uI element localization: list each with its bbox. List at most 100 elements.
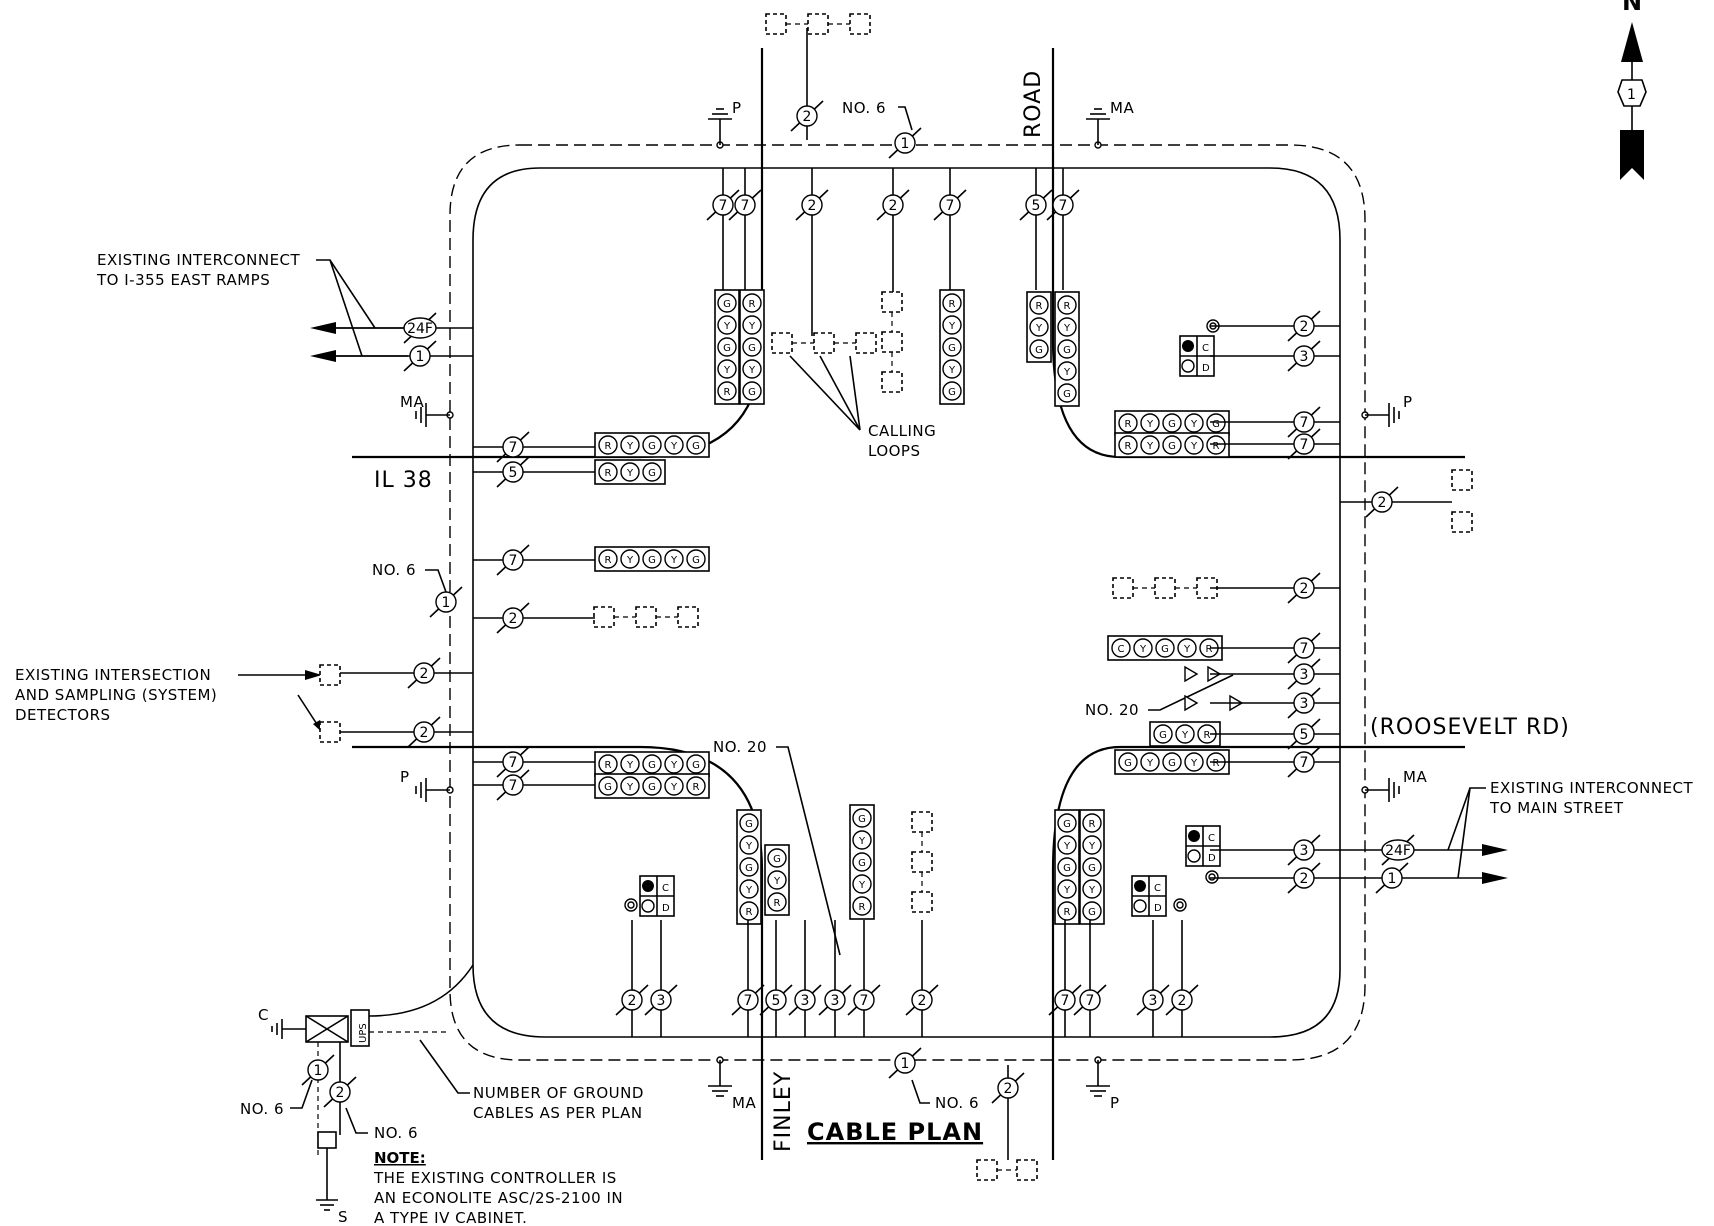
north-arrow: N 1 <box>1617 0 1647 180</box>
svg-text:G: G <box>1035 345 1043 356</box>
svg-text:Y: Y <box>745 885 753 896</box>
svg-text:Y: Y <box>1146 758 1154 769</box>
svg-text:G: G <box>948 387 956 398</box>
svg-text:3: 3 <box>801 993 810 1009</box>
svg-text:7: 7 <box>1061 993 1070 1009</box>
svg-text:CALLING: CALLING <box>868 422 936 440</box>
svg-text:2: 2 <box>803 109 812 125</box>
svg-text:3: 3 <box>1300 667 1309 683</box>
cable-count-bubble: 3 <box>1287 340 1321 372</box>
svg-text:G: G <box>748 387 756 398</box>
svg-text:LOOPS: LOOPS <box>868 442 921 460</box>
cable-count-bubble: 2 <box>1165 984 1199 1016</box>
svg-text:R: R <box>1089 819 1096 830</box>
detector-loop <box>976 1159 998 1181</box>
svg-text:G: G <box>692 760 700 771</box>
svg-text:G: G <box>1161 644 1169 655</box>
svg-text:7: 7 <box>1300 755 1309 771</box>
svg-text:Y: Y <box>858 836 866 847</box>
ground-label-s: S <box>338 1208 348 1226</box>
svg-text:Y: Y <box>748 321 756 332</box>
svg-text:G: G <box>1063 345 1071 356</box>
road-label-il38: IL 38 <box>374 468 433 493</box>
pedestrian-signal-head: CD <box>1179 335 1215 377</box>
callout-ground-cables: NUMBER OF GROUND CABLES AS PER PLAN <box>419 1039 644 1122</box>
svg-text:2: 2 <box>808 198 817 214</box>
svg-text:G: G <box>745 819 753 830</box>
svg-text:Y: Y <box>948 365 956 376</box>
svg-text:NO. 20: NO. 20 <box>1085 701 1139 719</box>
cable-count-bubble: 2 <box>1287 310 1321 342</box>
svg-text:Y: Y <box>670 441 678 452</box>
ground-rod-symbol: P <box>1086 1056 1119 1112</box>
svg-text:R: R <box>1064 907 1071 918</box>
detector-loop <box>1154 577 1176 599</box>
cable-count-bubble: 1 <box>888 127 922 159</box>
svg-text:P: P <box>1403 393 1413 411</box>
svg-text:G: G <box>648 468 656 479</box>
svg-text:G: G <box>1088 907 1096 918</box>
ground-rod-symbol: MA <box>708 1056 756 1112</box>
svg-text:24F: 24F <box>407 321 433 337</box>
cable-count-bubble: 5 <box>1019 189 1053 221</box>
cable-count-bubble: 7 <box>731 984 765 1016</box>
svg-text:R: R <box>749 299 756 310</box>
controller-note: NOTE: THE EXISTING CONTROLLER IS AN ECON… <box>373 1149 623 1226</box>
svg-text:2: 2 <box>420 725 429 741</box>
svg-text:5: 5 <box>1300 727 1309 743</box>
cable-count-bubble: 2 <box>1287 572 1321 604</box>
svg-text:G: G <box>745 863 753 874</box>
svg-text:Y: Y <box>670 782 678 793</box>
detector-loop <box>593 606 615 628</box>
svg-text:G: G <box>1063 863 1071 874</box>
svg-text:Y: Y <box>670 555 678 566</box>
svg-text:Y: Y <box>670 760 678 771</box>
detector-loop <box>319 721 341 743</box>
svg-text:2: 2 <box>420 666 429 682</box>
svg-text:N: N <box>1622 0 1643 16</box>
svg-text:NO. 6: NO. 6 <box>374 1124 418 1142</box>
svg-text:R: R <box>859 902 866 913</box>
svg-text:P: P <box>400 768 410 786</box>
svg-text:R: R <box>1206 644 1213 655</box>
svg-text:3: 3 <box>1149 993 1158 1009</box>
svg-text:C: C <box>1154 883 1161 894</box>
detector-loop <box>771 332 793 354</box>
svg-text:NOTE:: NOTE: <box>374 1149 426 1167</box>
svg-text:Y: Y <box>723 321 731 332</box>
svg-text:EXISTING INTERCONNECT: EXISTING INTERCONNECT <box>1490 779 1694 797</box>
svg-text:Y: Y <box>626 468 634 479</box>
cable-count-bubble: 7 <box>496 544 530 576</box>
no6-labels: NO. 6 NO. 6 NO. 6 NO. 6 NO. 6 NO. 20 NO.… <box>240 99 1234 1142</box>
svg-text:P: P <box>732 99 742 117</box>
svg-text:7: 7 <box>744 993 753 1009</box>
detector-loop <box>911 811 933 833</box>
svg-text:7: 7 <box>1059 198 1068 214</box>
cable-count-bubble: 7 <box>1287 746 1321 778</box>
svg-text:2: 2 <box>1300 871 1309 887</box>
svg-text:NO. 6: NO. 6 <box>372 561 416 579</box>
svg-text:G: G <box>1168 419 1176 430</box>
cable-count-bubble: 2 <box>876 189 910 221</box>
svg-text:Y: Y <box>1183 644 1191 655</box>
cable-count-bubble: 1 <box>403 340 437 372</box>
ground-rod-symbol: MA <box>400 393 454 427</box>
svg-text:Y: Y <box>1146 419 1154 430</box>
svg-text:7: 7 <box>1086 993 1095 1009</box>
cable-count-bubble: 5 <box>496 456 530 488</box>
cable-count-bubble: 1 <box>888 1047 922 1079</box>
svg-text:TO MAIN STREET: TO MAIN STREET <box>1489 799 1624 817</box>
svg-text:2: 2 <box>1300 319 1309 335</box>
svg-text:NUMBER OF GROUND: NUMBER OF GROUND <box>473 1084 644 1102</box>
svg-text:Y: Y <box>1146 441 1154 452</box>
svg-text:3: 3 <box>1300 349 1309 365</box>
cable-count-bubble: 24F <box>1381 834 1415 866</box>
detector-loop <box>765 13 787 35</box>
